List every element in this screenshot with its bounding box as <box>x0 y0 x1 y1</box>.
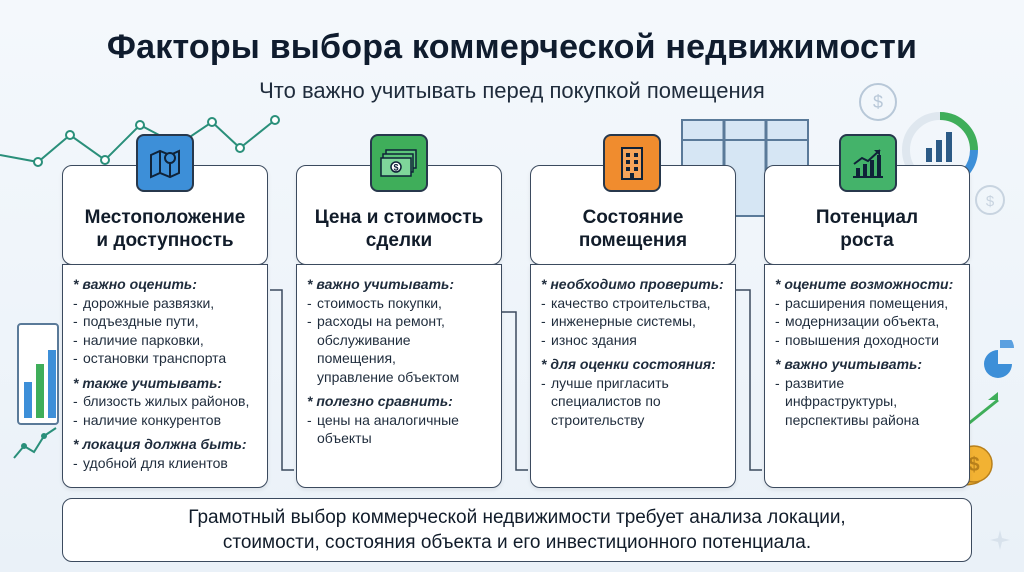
section-header: * важно оценить: <box>73 276 197 292</box>
list-item: инженерные системы, <box>541 312 729 331</box>
section-header: * важно учитывать: <box>307 276 454 292</box>
list-item: расширения помещения, <box>775 294 963 313</box>
list-item: наличие парковки, <box>73 331 261 350</box>
growth-chart-icon <box>839 134 897 192</box>
list-item: остановки транспорта <box>73 349 261 368</box>
card-title-line2: помещения <box>578 230 688 251</box>
card-growth-body: * оцените возможности: расширения помеще… <box>764 264 970 488</box>
list-item: подъездные пути, <box>73 312 261 331</box>
bar-chart-decoration <box>13 323 59 459</box>
list-item: близость жилых районов, <box>73 392 261 411</box>
section-header: * для оценки состояния: <box>541 356 716 372</box>
summary-line1: Грамотный выбор коммерческой недвижимост… <box>188 507 846 528</box>
list-item: модернизации объекта, <box>775 312 963 331</box>
svg-text:$: $ <box>393 163 398 173</box>
section-header: * важно учитывать: <box>775 356 922 372</box>
list-item: качество строительства, <box>541 294 729 313</box>
card-title-line2: роста <box>840 230 894 251</box>
summary-box: Грамотный выбор коммерческой недвижимост… <box>62 498 972 562</box>
list-item: расходы на ремонт, обслуживание помещени… <box>307 312 467 386</box>
money-icon: $ <box>370 134 428 192</box>
card-condition-body: * необходимо проверить: качество строите… <box>530 264 736 488</box>
svg-text:$: $ <box>873 92 883 112</box>
map-pin-icon <box>136 134 194 192</box>
list-item: наличие конкурентов <box>73 411 261 430</box>
summary-line2: стоимости, состояния объекта и его инвес… <box>222 532 812 553</box>
list-item: повышения доходности <box>775 331 963 350</box>
list-item: развитие инфраструктуры, перспективы рай… <box>775 374 945 430</box>
section-header: * оцените возможности: <box>775 276 954 292</box>
page-subtitle: Что важно учитывать перед покупкой помещ… <box>259 78 765 103</box>
card-title-line1: Местоположение <box>84 207 246 228</box>
section-header: * необходимо проверить: <box>541 276 724 292</box>
section-header: * полезно сравнить: <box>307 393 453 409</box>
list-item: удобной для клиентов <box>73 454 261 473</box>
sparkle-icon <box>990 530 1010 550</box>
list-item: лучше пригласить специалистов по строите… <box>541 374 701 430</box>
card-title-line2: и доступность <box>96 230 234 251</box>
svg-text:$: $ <box>968 454 979 476</box>
page-title: Факторы выбора коммерческой недвижимости <box>106 28 918 66</box>
list-item: дорожные развязки, <box>73 294 261 313</box>
card-title-line1: Потенциал <box>815 207 919 228</box>
list-item: стоимость покупки, <box>307 294 495 313</box>
list-item: цены на аналогичные объекты <box>307 411 487 448</box>
card-title-line1: Цена и стоимость <box>314 207 484 228</box>
card-title-line2: сделки <box>365 230 433 251</box>
section-header: * локация должна быть: <box>73 436 247 452</box>
svg-text:$: $ <box>986 193 995 210</box>
building-icon <box>603 134 661 192</box>
card-location-body: * важно оценить: дорожные развязки, подъ… <box>62 264 268 488</box>
card-price-body: * важно учитывать: стоимость покупки, ра… <box>296 264 502 488</box>
section-header: * также учитывать: <box>73 374 223 391</box>
list-item: износ здания <box>541 331 729 350</box>
card-title-line1: Состояние <box>582 207 684 228</box>
